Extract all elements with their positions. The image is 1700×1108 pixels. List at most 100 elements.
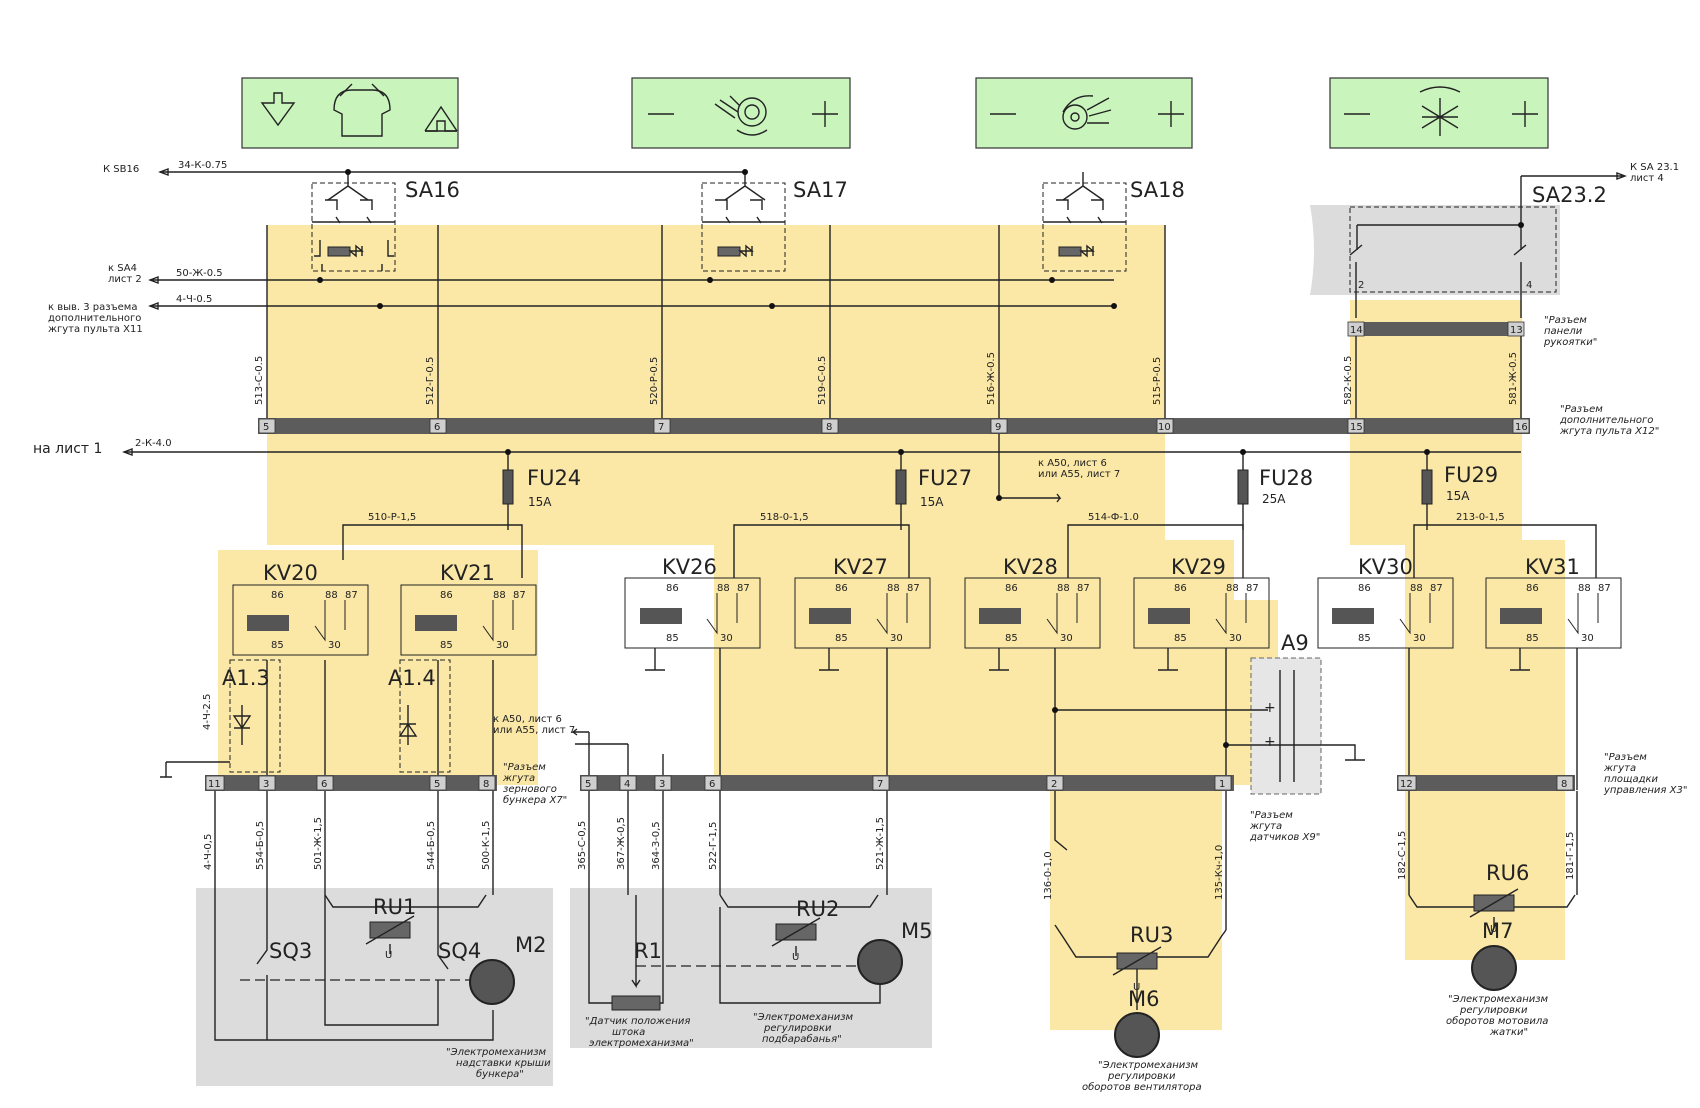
label-panel-connector-3: рукоятки" bbox=[1543, 337, 1597, 348]
a9-plus-2: + bbox=[1264, 734, 1276, 750]
x3-pin-8: 8 bbox=[1561, 779, 1567, 790]
kv27-pin-86: 86 bbox=[835, 583, 848, 594]
wire-b9: 522-Г-1,5 bbox=[708, 822, 719, 870]
ru6-u: U bbox=[1490, 924, 1497, 935]
relay-kv28: KV28 86 88 87 85 30 bbox=[964, 555, 1101, 649]
ru3-u: U bbox=[1133, 982, 1140, 993]
sa23-pin-2: 2 bbox=[1358, 280, 1364, 291]
mid-pin-4: 4 bbox=[624, 779, 630, 790]
kv28-pin-88: 88 bbox=[1057, 583, 1070, 594]
kv31-label: KV31 bbox=[1525, 555, 1580, 579]
panel-pin-13: 13 bbox=[1510, 325, 1523, 336]
m6-label: M6 bbox=[1128, 987, 1159, 1011]
m7-caption-2: регулировки bbox=[1459, 1005, 1528, 1016]
x7-pin-8: 8 bbox=[483, 779, 489, 790]
a14-label: А1.4 bbox=[388, 666, 436, 690]
kv30-label: KV30 bbox=[1358, 555, 1413, 579]
kv21-pin-87: 87 bbox=[513, 590, 526, 601]
wire-b11: 136-0-1,0 bbox=[1043, 851, 1054, 900]
wire-50zh: 50-Ж-0.5 bbox=[176, 268, 223, 279]
relay-kv29: KV29 86 88 87 85 30 bbox=[1133, 555, 1270, 649]
kv30-pin-85: 85 bbox=[1358, 633, 1371, 644]
ref-sa231: К SA 23.1 bbox=[1630, 162, 1679, 173]
x12-connector: 5 6 7 8 9 10 15 16 bbox=[258, 418, 1530, 434]
ref-a55: или А55, лист 7 bbox=[1038, 469, 1120, 480]
m7-caption-1: "Электромеханизм bbox=[1448, 994, 1549, 1005]
threshing-drum-icon bbox=[714, 95, 768, 136]
x12-pin-15: 15 bbox=[1350, 422, 1363, 433]
reel-icon bbox=[1419, 86, 1461, 136]
sq3-label: SQ3 bbox=[269, 939, 312, 963]
ref-sa4: к SA4 bbox=[108, 263, 137, 274]
label-sa18: SA18 bbox=[1130, 178, 1185, 202]
mid-pin-1: 1 bbox=[1219, 779, 1225, 790]
wire-513: 513-С-0.5 bbox=[254, 356, 265, 405]
wire-b12: 135-Кч-1,0 bbox=[1214, 845, 1225, 900]
x12-pin-5: 5 bbox=[263, 422, 269, 433]
mid-pin-7: 7 bbox=[877, 779, 883, 790]
up-arrow-icon bbox=[424, 105, 458, 132]
m2-caption-2: надставки крыши bbox=[456, 1058, 551, 1069]
wire-34k: 34-К-0.75 bbox=[178, 160, 227, 171]
kv26-pin-87: 87 bbox=[737, 583, 750, 594]
wire-2k: 2-К-4.0 bbox=[135, 438, 172, 449]
wire-b2: 554-Б-0,5 bbox=[255, 821, 266, 870]
kv30-pin-30: 30 bbox=[1413, 633, 1426, 644]
m7-caption-3: оборотов мотовила bbox=[1446, 1015, 1548, 1027]
m6-caption-3: оборотов вентилятора bbox=[1082, 1081, 1202, 1093]
kv29-pin-30: 30 bbox=[1229, 633, 1242, 644]
kv21-pin-88: 88 bbox=[493, 590, 506, 601]
kv20-pin-87: 87 bbox=[345, 590, 358, 601]
plus-icon bbox=[1512, 101, 1538, 127]
x9-label-1: "Разъем bbox=[1250, 810, 1293, 821]
kv26-pin-86: 86 bbox=[666, 583, 679, 594]
vertical-wires-top: 513-С-0.5 512-Г-0.5 520-Р-0.5 519-С-0.5 … bbox=[254, 225, 1522, 420]
r1-caption-3: электромеханизма" bbox=[589, 1038, 694, 1049]
kv29-pin-87: 87 bbox=[1246, 583, 1259, 594]
bunker-roof-icon bbox=[333, 83, 391, 137]
kv31-pin-88: 88 bbox=[1578, 583, 1591, 594]
ref-a55-2: или А55, лист 7 bbox=[493, 725, 575, 736]
wire-519: 519-С-0.5 bbox=[817, 356, 828, 405]
x3-connector: 12 8 bbox=[1397, 775, 1575, 791]
fu29-rating: 15A bbox=[1446, 489, 1470, 503]
m7-label: M7 bbox=[1482, 919, 1513, 943]
sq4-label: SQ4 bbox=[438, 939, 481, 963]
ref-x11-l3: жгута пульта X11 bbox=[48, 324, 143, 335]
wire-514: 514-Ф-1.0 bbox=[1088, 512, 1139, 523]
ref-sa231-sheet: лист 4 bbox=[1630, 173, 1664, 184]
kv26-label: KV26 bbox=[662, 555, 717, 579]
switch-sa23: SA23.2 2 4 bbox=[1349, 183, 1607, 318]
kv21-pin-30: 30 bbox=[496, 640, 509, 651]
x12-pin-6: 6 bbox=[434, 422, 440, 433]
kv26-pin-88: 88 bbox=[717, 583, 730, 594]
wire-b1: 4-Ч-0,5 bbox=[203, 834, 214, 870]
reel-actuator: RU6 U M7 "Электромеханизм регулировки об… bbox=[1408, 861, 1576, 1038]
wire-4ch-25: 4-Ч-2.5 bbox=[202, 694, 213, 730]
x12-pin-9: 9 bbox=[995, 422, 1001, 433]
kv29-pin-86: 86 bbox=[1174, 583, 1187, 594]
kv28-pin-86: 86 bbox=[1005, 583, 1018, 594]
kv31-pin-30: 30 bbox=[1581, 633, 1594, 644]
m2-caption-3: бункера" bbox=[476, 1068, 524, 1080]
wire-510: 510-Р-1,5 bbox=[368, 512, 416, 523]
relay-grounds bbox=[266, 648, 1578, 790]
label-x3: "Разъем bbox=[1604, 752, 1647, 763]
label-sa23: SA23.2 bbox=[1532, 183, 1607, 207]
plus-icon bbox=[1158, 101, 1184, 127]
ref-sa4-sheet: лист 2 bbox=[108, 274, 142, 285]
m5-caption-3: подбарабанья" bbox=[762, 1033, 842, 1045]
kv30-pin-87: 87 bbox=[1430, 583, 1443, 594]
panel-icon-bunker-roof bbox=[241, 77, 459, 149]
m5-label: M5 bbox=[901, 919, 932, 943]
kv30-pin-88: 88 bbox=[1410, 583, 1423, 594]
panel-icon-reel bbox=[1329, 77, 1549, 149]
label-x3-3: площадки bbox=[1604, 774, 1659, 785]
mid-connector: 5 4 3 6 7 2 1 к А50, лист 6 или А55, лис… bbox=[493, 714, 1320, 843]
ru2-label: RU2 bbox=[796, 897, 839, 921]
r1-caption-2: штока bbox=[612, 1027, 645, 1038]
panel-pin-14: 14 bbox=[1350, 325, 1363, 336]
relay-kv31: KV31 86 88 87 85 30 bbox=[1485, 555, 1622, 649]
a9-plus-1: + bbox=[1264, 700, 1276, 716]
ref-x11-l2: дополнительного bbox=[48, 313, 141, 324]
